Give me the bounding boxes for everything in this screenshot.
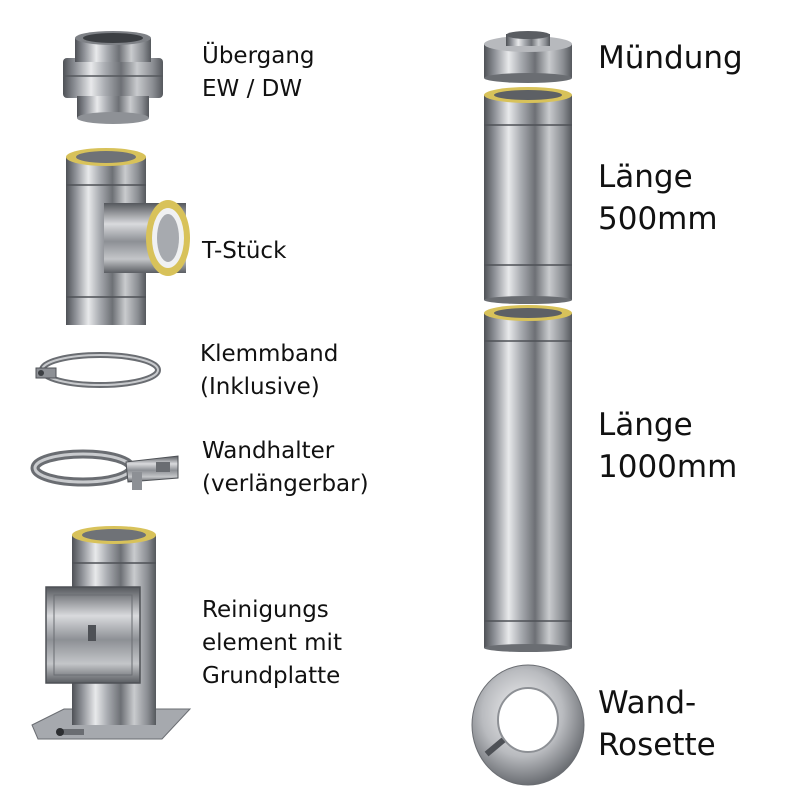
uebergang-label-line: Übergang — [202, 43, 315, 69]
muendung-label-line: Mündung — [598, 40, 743, 76]
reinigungselement-label: Reinigungs element mit Grundplatte — [202, 594, 342, 693]
laenge-1000-label-line: Länge — [598, 407, 693, 443]
t-stueck-label-line: T-Stück — [202, 238, 287, 264]
wand-rosette-label-line: Rosette — [598, 727, 716, 763]
t-stueck-image — [60, 145, 195, 330]
rohr-1000mm-image — [480, 303, 575, 653]
klemmband-label-line: Klemmband — [200, 341, 339, 367]
muendung-label: Mündung — [598, 37, 743, 79]
reinigungselement-label-line: Grundplatte — [202, 663, 341, 689]
wandhalter-label: Wandhalter (verlängerbar) — [202, 435, 369, 501]
wand-rosette-label: Wand- Rosette — [598, 682, 716, 766]
reinigungselement-label-line: element mit — [202, 630, 342, 656]
reinigungselement-label-line: Reinigungs — [202, 597, 329, 623]
reinigungselement-image — [28, 525, 198, 750]
laenge-500-label-line: 500mm — [598, 201, 718, 237]
klemmband-image — [32, 348, 162, 394]
laenge-1000-label: Länge 1000mm — [598, 404, 737, 488]
klemmband-label: Klemmband (Inklusive) — [200, 338, 338, 404]
wandhalter-label-line: (verlängerbar) — [202, 471, 369, 497]
klemmband-label-line: (Inklusive) — [200, 374, 320, 400]
uebergang-label-line: EW / DW — [202, 76, 303, 102]
wandhalter-label-line: Wandhalter — [202, 438, 335, 464]
uebergang-label: Übergang EW / DW — [202, 40, 315, 106]
laenge-500-label: Länge 500mm — [598, 156, 718, 240]
wand-rosette-label-line: Wand- — [598, 685, 697, 721]
laenge-500-label-line: Länge — [598, 159, 693, 195]
laenge-1000-label-line: 1000mm — [598, 449, 738, 485]
muendung-image — [480, 30, 575, 85]
uebergang-adapter-image — [55, 28, 170, 128]
t-stueck-label: T-Stück — [202, 235, 286, 268]
wand-rosette-image — [468, 660, 588, 790]
rohr-500mm-image — [480, 85, 575, 305]
wandhalter-image — [28, 438, 188, 498]
